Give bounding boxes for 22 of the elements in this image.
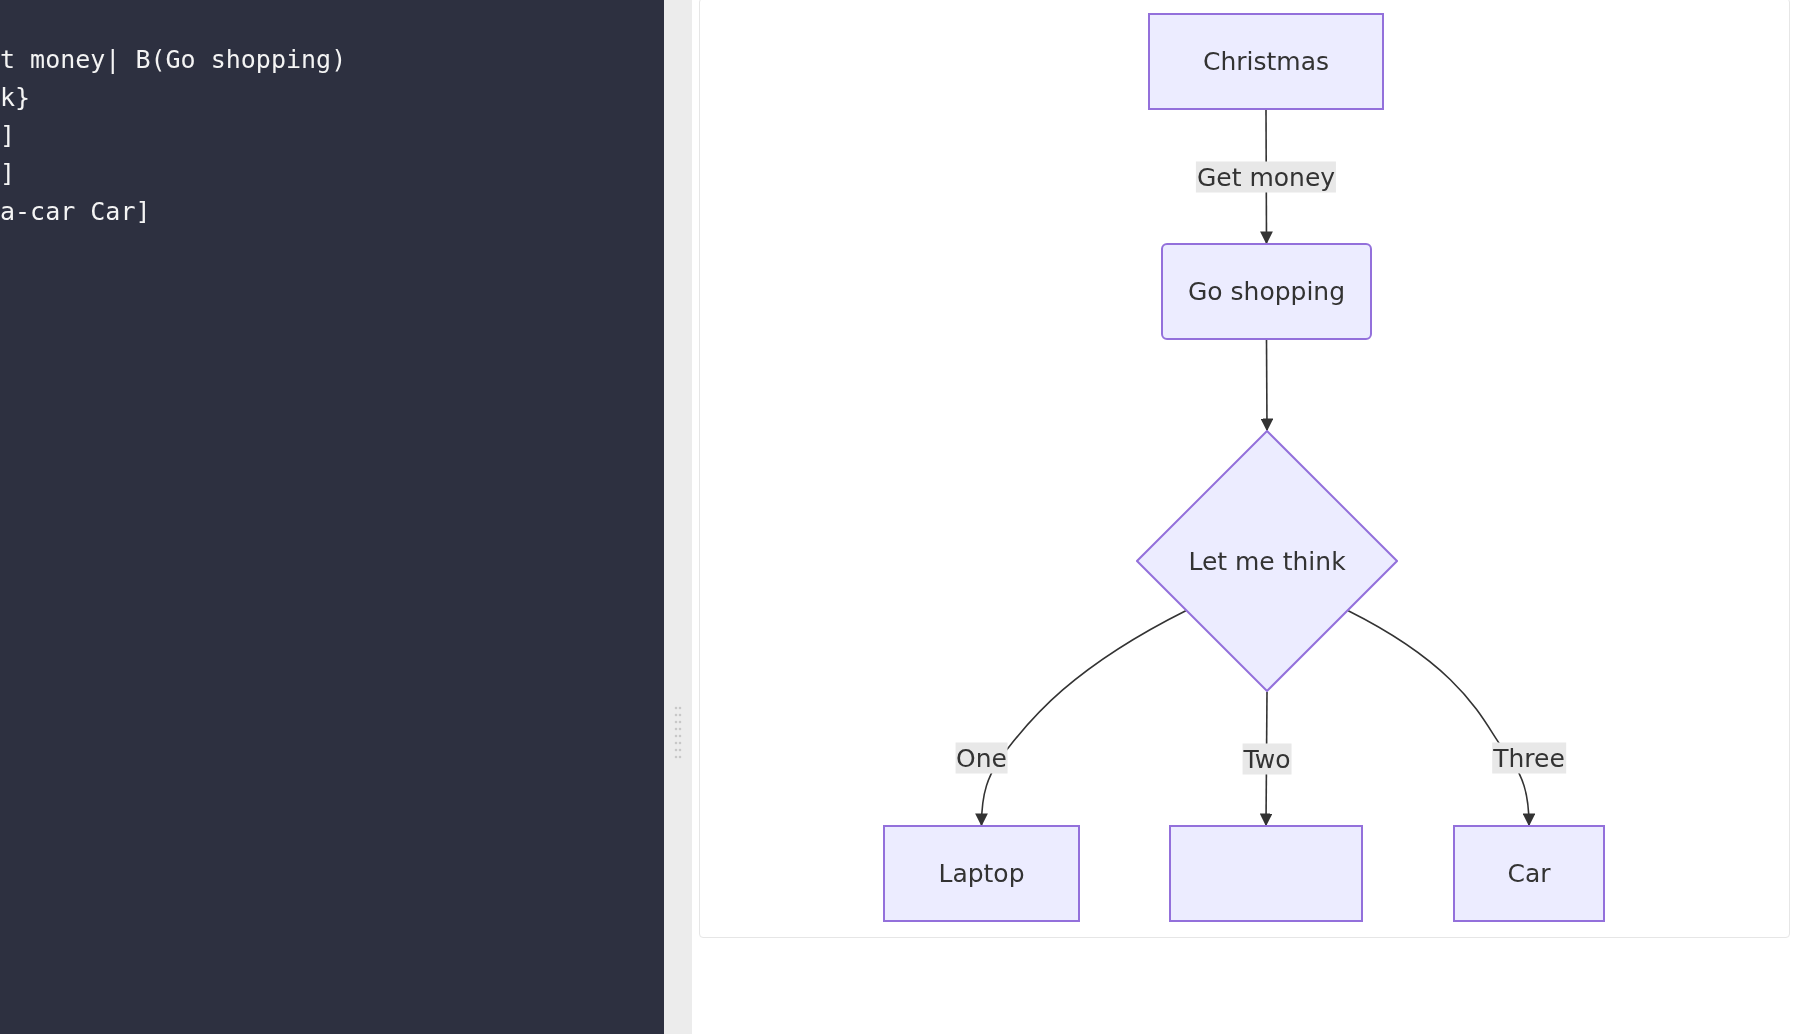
node-label: Let me think bbox=[1188, 546, 1346, 576]
arrow bbox=[975, 610, 1187, 827]
edge-label: One bbox=[955, 742, 1008, 774]
decision-diamond bbox=[1136, 430, 1398, 692]
code-line: a-car Car] bbox=[0, 196, 151, 228]
node-label: Christmas bbox=[1202, 47, 1330, 76]
process-box bbox=[1169, 825, 1363, 922]
rounded-process-box bbox=[1161, 243, 1372, 340]
node-label: Laptop bbox=[938, 859, 1025, 888]
edge-label: Get money bbox=[1195, 161, 1337, 193]
process-box bbox=[883, 825, 1080, 922]
process-box bbox=[1148, 13, 1384, 110]
edge-label: Three bbox=[1492, 742, 1566, 774]
code-line: ] bbox=[0, 120, 16, 152]
code-line: k} bbox=[0, 82, 31, 114]
edge-label: Two bbox=[1242, 743, 1292, 774]
code-line: ] bbox=[0, 158, 16, 190]
process-box bbox=[1453, 825, 1605, 922]
node-label: Go shopping bbox=[1187, 277, 1346, 306]
arrow bbox=[1260, 339, 1274, 432]
code-line: t money| B(Go shopping) bbox=[0, 44, 347, 76]
node-label: Car bbox=[1507, 859, 1551, 888]
